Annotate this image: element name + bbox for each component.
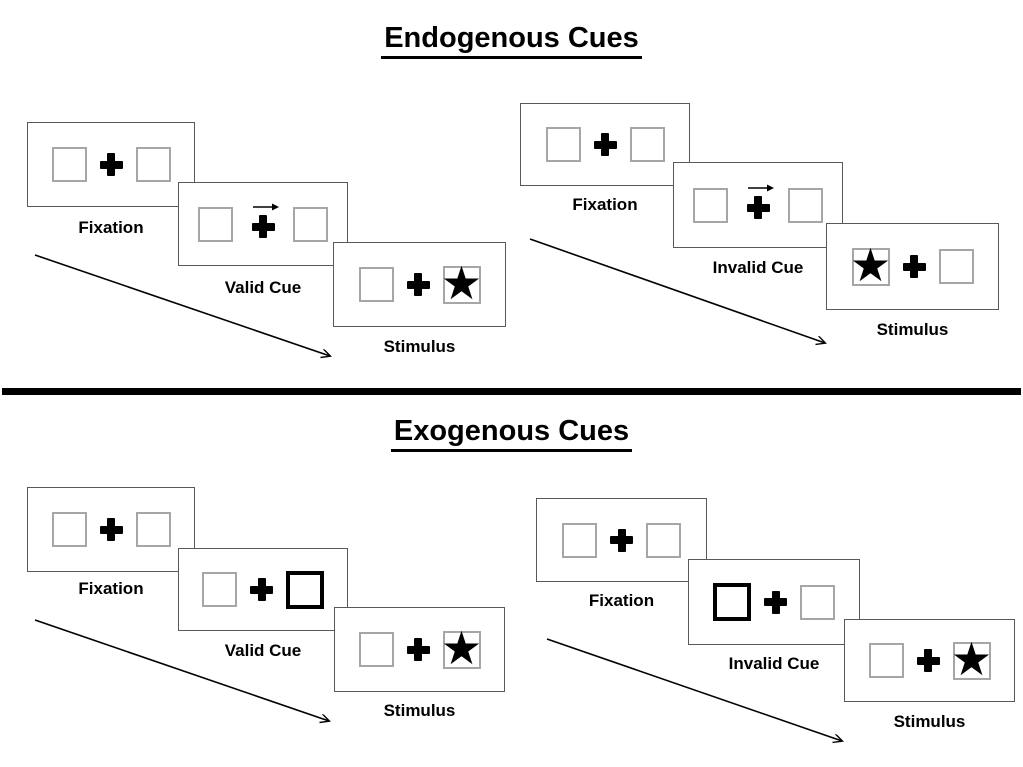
left-target-square: ★ [850, 242, 891, 288]
fixation-panel [27, 122, 195, 207]
timeline-arrow-endogenous-valid [34, 254, 330, 356]
panel-label-fixation: Fixation [572, 195, 638, 214]
fixation-cross-icon [746, 196, 770, 219]
left-placeholder-square [198, 206, 233, 242]
fixation-cross-icon [406, 638, 430, 661]
star-icon: ★ [950, 632, 993, 685]
star-icon: ★ [440, 256, 483, 309]
section-divider [2, 388, 1021, 395]
timeline-arrow-exogenous-valid [34, 619, 329, 721]
fixation-panel [536, 498, 707, 582]
fixation-cross-icon [593, 133, 617, 156]
left-placeholder-square [51, 512, 87, 547]
fixation-panel [520, 103, 690, 186]
panel-label-fixation: Fixation [588, 591, 655, 610]
left-placeholder-square [562, 522, 597, 558]
right-placeholder-square [788, 187, 823, 223]
stimulus-panel: ★ [333, 242, 506, 327]
fixation-cross-icon [764, 590, 787, 614]
fixation-cross-icon [406, 273, 430, 296]
right-placeholder-square [646, 522, 681, 558]
left-placeholder-square [51, 147, 87, 182]
panel-label-stimulus: Stimulus [383, 701, 456, 720]
stimulus-panel: ★ [334, 607, 505, 692]
section-title-exogenous: Exogenous Cues [0, 415, 1023, 452]
left-placeholder-square [202, 572, 237, 607]
panel-label-stimulus: Stimulus [893, 712, 966, 731]
valid-cue-panel [178, 182, 348, 266]
right-highlighted-cue-square [286, 570, 324, 609]
left-placeholder-square [545, 127, 581, 162]
star-icon: ★ [440, 621, 483, 674]
panel-label-invalid-cue: Invalid Cue [712, 258, 804, 277]
fixation-cross-icon [251, 215, 275, 238]
central-cue [246, 202, 280, 238]
fixation-cross-icon [902, 255, 926, 278]
invalid-cue-panel [673, 162, 843, 248]
left-placeholder-square [693, 187, 728, 223]
star-icon: ★ [849, 238, 892, 291]
section-title-endogenous: Endogenous Cues [0, 22, 1023, 59]
invalid-cue-panel [688, 559, 860, 645]
fixation-cross-icon [610, 528, 633, 552]
central-cue [741, 183, 775, 219]
section-title-text: Endogenous Cues [381, 22, 642, 59]
right-arrow-icon [748, 184, 774, 192]
right-target-square: ★ [951, 636, 992, 682]
left-placeholder-square [868, 643, 904, 678]
fixation-panel [27, 487, 195, 572]
right-placeholder-square [135, 512, 171, 547]
panel-label-stimulus: Stimulus [876, 320, 949, 339]
panel-label-stimulus: Stimulus [383, 337, 456, 356]
right-placeholder-square [800, 584, 835, 620]
panel-label-fixation: Fixation [78, 218, 144, 237]
left-placeholder-square [358, 632, 394, 667]
right-target-square: ★ [441, 625, 482, 671]
timeline-arrow-endogenous-invalid [529, 238, 825, 343]
section-title-text: Exogenous Cues [390, 415, 633, 452]
fixation-cross-icon [916, 649, 940, 672]
left-placeholder-square [358, 267, 394, 302]
panel-label-valid-cue: Valid Cue [224, 641, 302, 660]
right-placeholder-square [293, 206, 328, 242]
panel-label-valid-cue: Valid Cue [224, 278, 302, 297]
fixation-cross-icon [99, 518, 123, 541]
right-placeholder-square [629, 127, 665, 162]
stimulus-panel: ★ [826, 223, 999, 310]
panel-label-fixation: Fixation [78, 579, 144, 598]
right-arrow-icon [253, 203, 279, 211]
left-highlighted-cue-square [713, 583, 751, 621]
right-placeholder-square [938, 249, 974, 284]
panel-label-invalid-cue: Invalid Cue [728, 654, 820, 673]
fixation-cross-icon [250, 578, 273, 601]
valid-cue-panel [178, 548, 348, 631]
fixation-cross-icon [99, 153, 123, 176]
right-placeholder-square [135, 147, 171, 182]
right-target-square: ★ [441, 260, 482, 306]
stimulus-panel: ★ [844, 619, 1015, 702]
